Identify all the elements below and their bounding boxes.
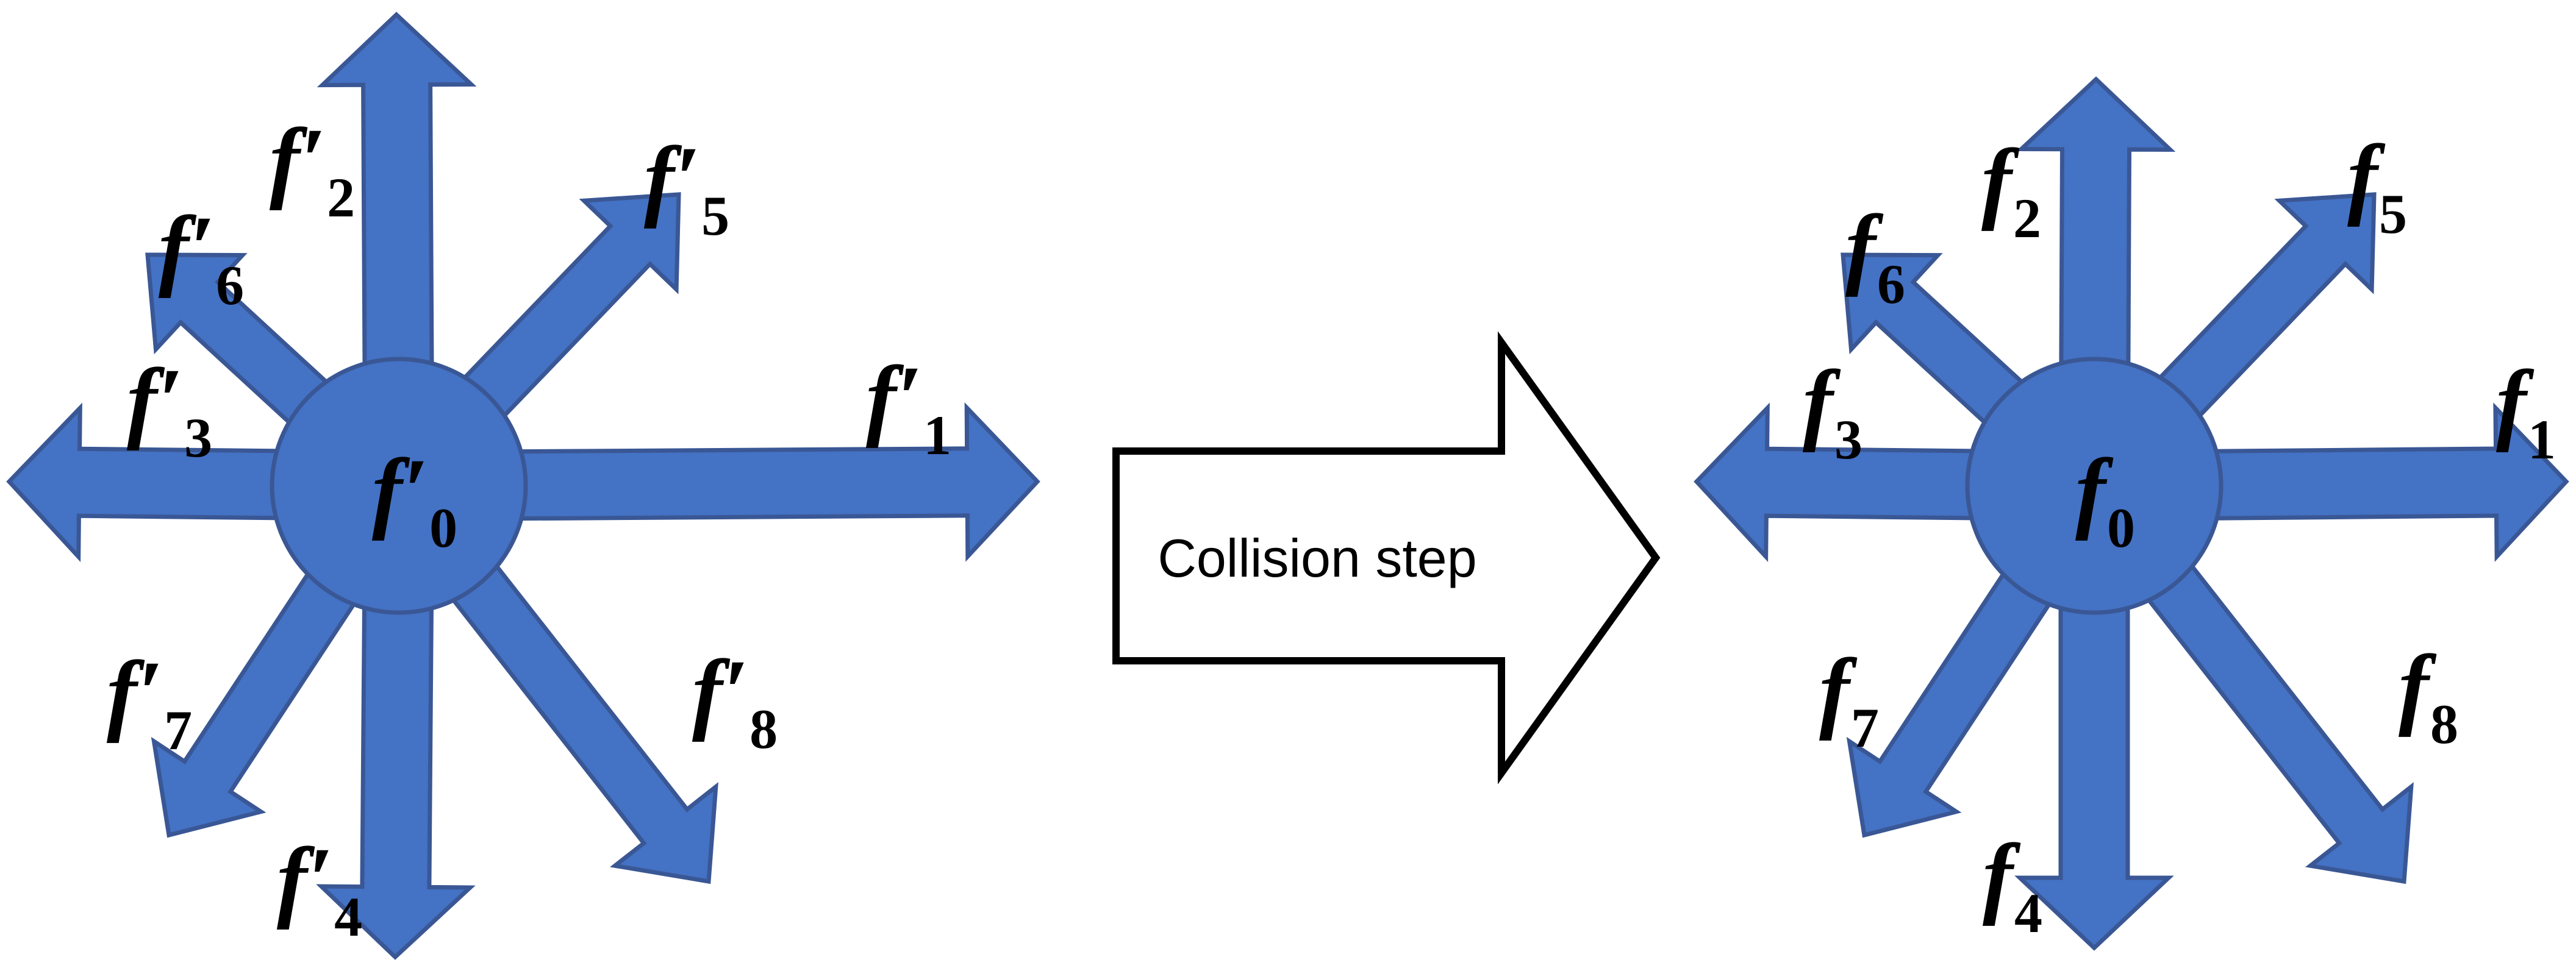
left-label-f4: f′4 [277, 829, 362, 948]
right-label-f3: f3 [1803, 352, 1862, 471]
left-center-circle [270, 357, 528, 615]
right-center-circle [1965, 357, 2224, 615]
right-label-f7: f7 [1819, 640, 1879, 759]
left-label-f3: f′3 [127, 350, 212, 469]
left-label-f0: f′0 [372, 440, 457, 559]
collision-arrow-shape [1112, 331, 1661, 785]
right-label-f6: f6 [1845, 196, 1905, 315]
left-label-f7: f′7 [107, 642, 192, 761]
collision-arrow-group: Collision step [1112, 331, 1661, 785]
left-label-f6: f′6 [159, 198, 244, 316]
right-label-f8: f8 [2399, 636, 2458, 755]
left-label-f1: f′1 [866, 347, 951, 466]
left-label-f2: f′2 [270, 110, 355, 229]
collision-step-label: Collision step [1157, 528, 1476, 588]
left-label-f8: f′8 [692, 641, 778, 760]
left-label-f5: f′5 [644, 128, 729, 247]
right-label-f4: f4 [1983, 825, 2042, 944]
lattice-left: f′1 f′2 f′3 f′4 f′5 f′6 f′7 f′8 f′0 [6, 12, 1040, 960]
right-label-f1: f1 [2496, 352, 2556, 471]
right-label-f5: f5 [2347, 126, 2407, 245]
